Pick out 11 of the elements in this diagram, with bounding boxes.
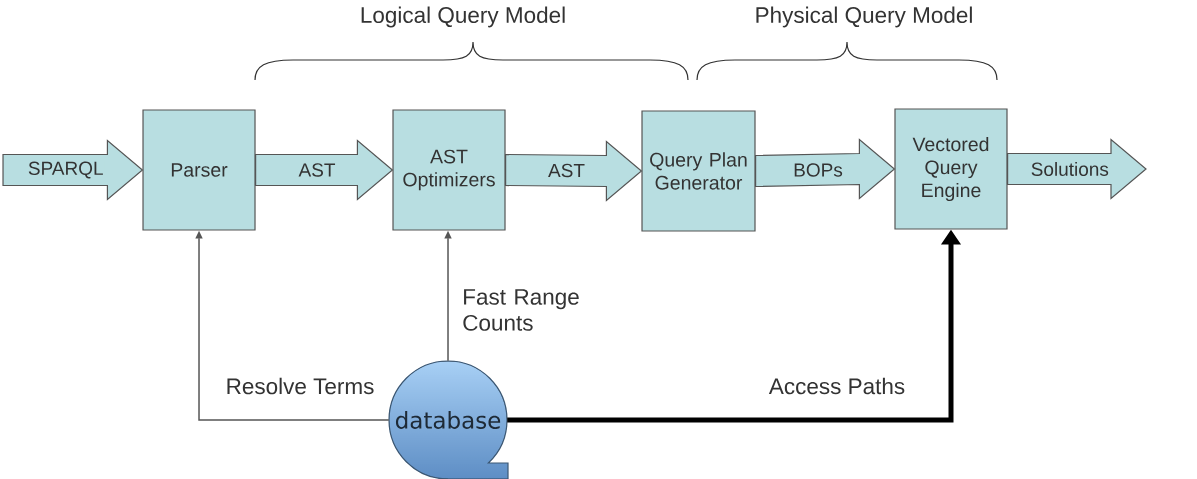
process-box: Parser	[142, 109, 256, 231]
bracket-label: Physical Query Model	[756, 6, 972, 28]
process-box: Vectored Query Engine	[894, 108, 1008, 230]
process-box: Query Plan Generator	[641, 110, 756, 232]
edge-label: Resolve Terms	[227, 377, 374, 395]
process-box: AST Optimizers	[392, 109, 506, 231]
edge-label: AST	[297, 162, 337, 178]
edge-label: BOPs	[792, 162, 844, 178]
edge-label: Access Paths	[768, 377, 905, 395]
bracket-label: Logical Query Model	[361, 6, 565, 28]
edge-label: Solutions	[1029, 161, 1110, 177]
